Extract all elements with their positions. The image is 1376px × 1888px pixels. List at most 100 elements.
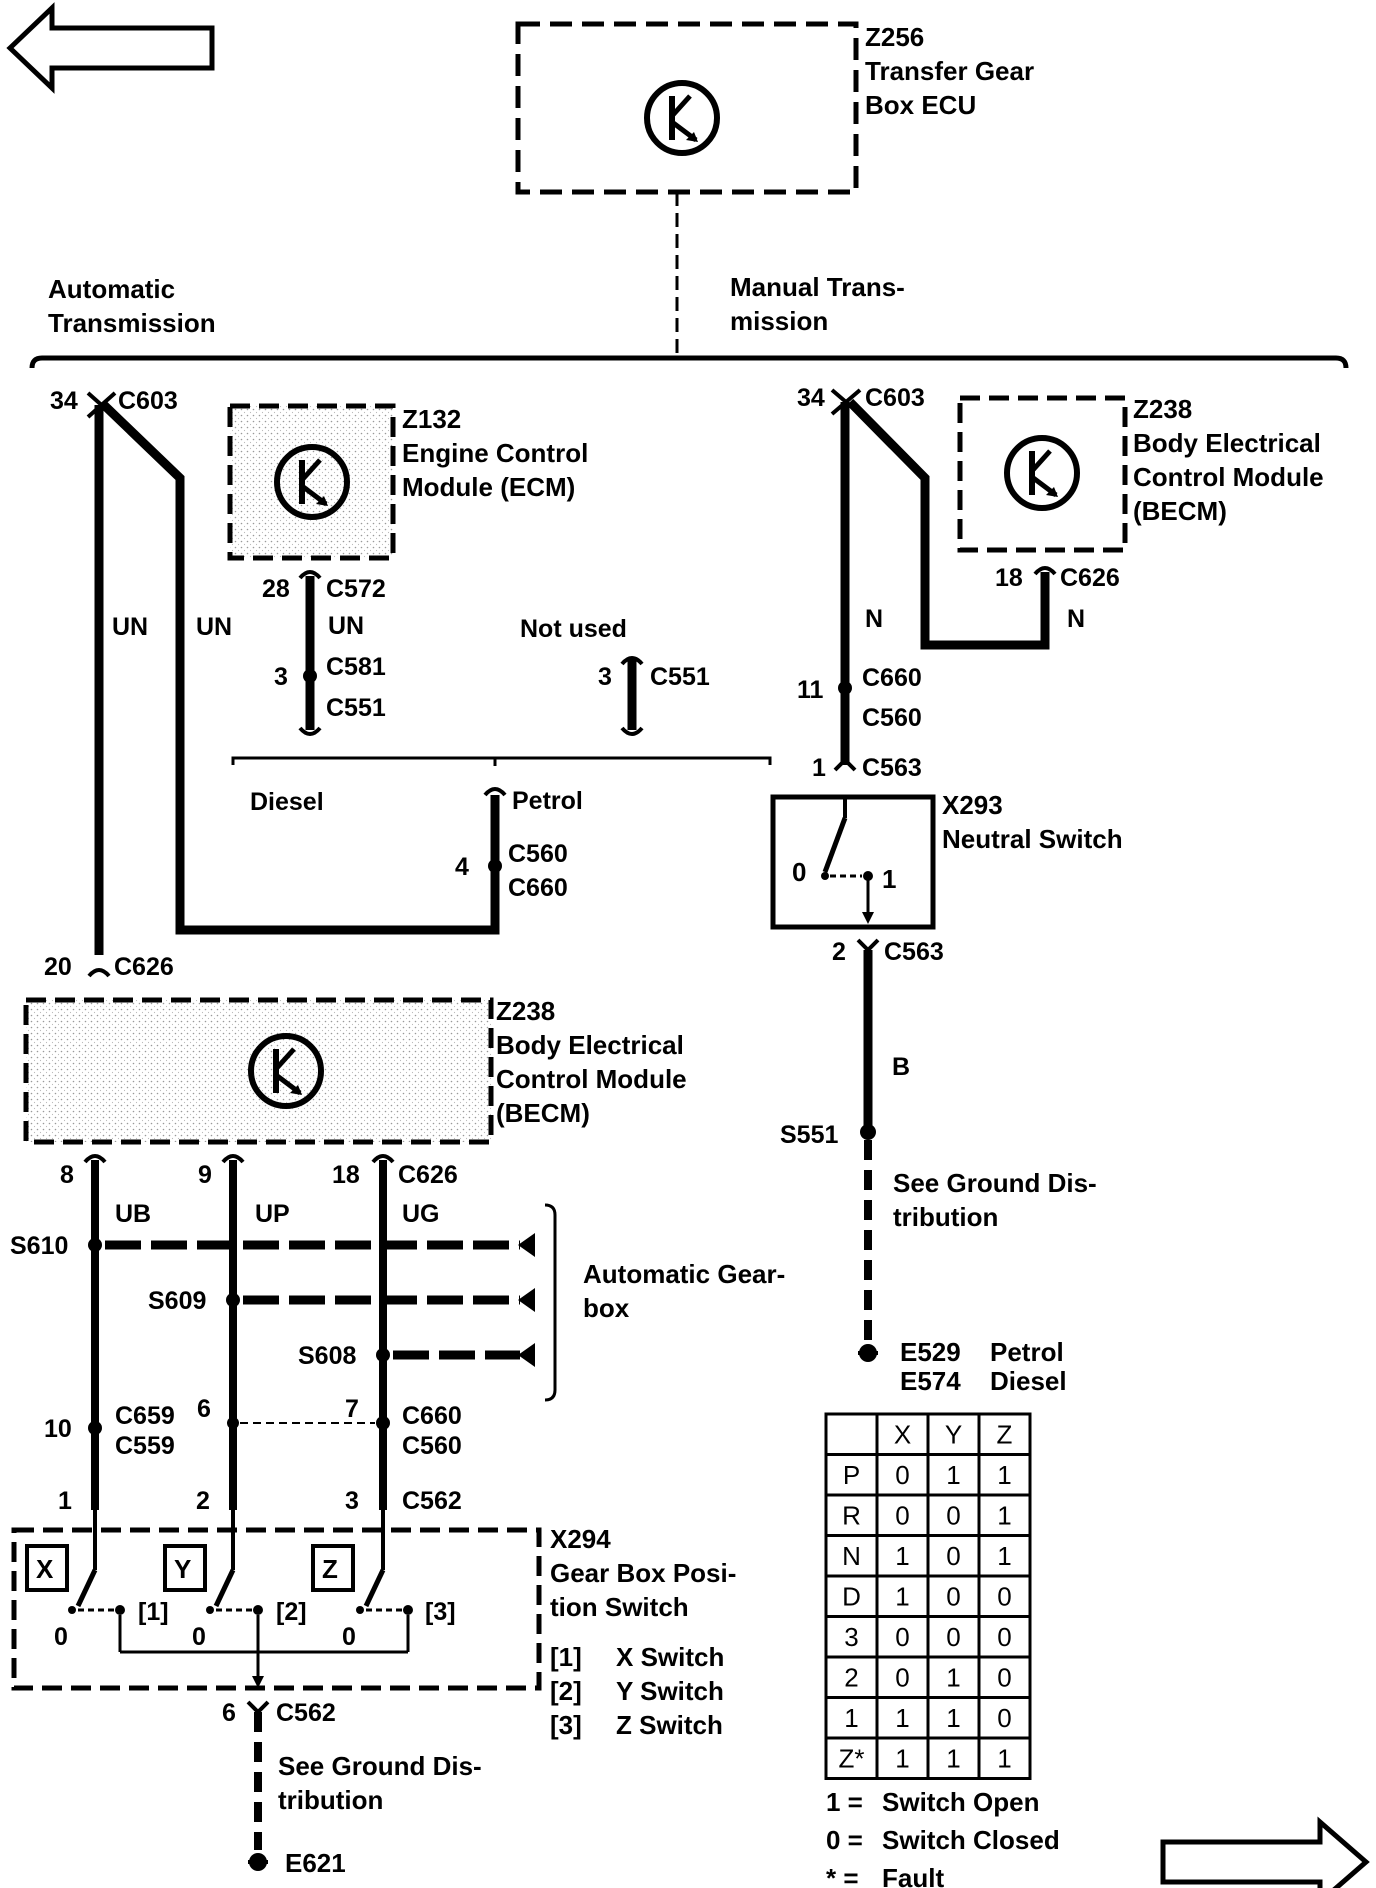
table-cell-text: 0 <box>997 1581 1011 1611</box>
table-cell-text: 0 <box>946 1500 960 1530</box>
wire-b: B <box>892 1053 910 1081</box>
pin-2-c563: 2 <box>832 938 846 966</box>
table-cell-text: D <box>842 1581 861 1611</box>
left-pin-34: 34 <box>50 387 78 415</box>
e529-type: Petrol <box>990 1337 1064 1367</box>
wire-n-left: N <box>865 605 883 633</box>
e574-label: E574 <box>900 1366 961 1396</box>
right-c603: C603 <box>865 384 925 412</box>
c626-left-label: C626 <box>114 953 174 981</box>
pin-18-c626: 18 <box>995 564 1023 592</box>
legend-1-value: X Switch <box>616 1642 724 1672</box>
s610-label: S610 <box>10 1232 68 1260</box>
svg-text:0: 0 <box>342 1623 356 1651</box>
manual-trans-label-1: Manual Trans- <box>730 272 905 302</box>
pin-6b: 6 <box>222 1699 236 1727</box>
table-cell-text: 1 <box>895 1703 909 1733</box>
x294-label-1: Gear Box Posi- <box>550 1558 736 1588</box>
table-cell-text: 0 <box>895 1662 909 1692</box>
c551-left-label: C551 <box>326 694 386 722</box>
pin-1b: 1 <box>58 1487 72 1515</box>
z256-ecu-box <box>515 21 859 195</box>
switch-z: Z 0 [3] <box>311 1510 456 1652</box>
pin-20: 20 <box>44 953 72 981</box>
table-cell-text: 2 <box>844 1662 858 1692</box>
table-cell-text: 1 <box>997 1460 1011 1490</box>
not-used-label: Not used <box>520 615 627 643</box>
switch-y: Y 0 [2] <box>163 1510 307 1652</box>
ground-dist-1-line-1: See Ground Dis- <box>893 1168 1097 1198</box>
wire-un-mid: UN <box>196 613 232 641</box>
prev-page-arrow-icon[interactable] <box>6 2 215 94</box>
c560-right-label: C560 <box>862 704 922 732</box>
z238-becm-box <box>23 997 494 1145</box>
s608-label: S608 <box>298 1342 356 1370</box>
z132-id: Z132 <box>402 404 461 434</box>
table-header-text: Y <box>945 1419 962 1449</box>
diesel-label: Diesel <box>250 788 324 816</box>
ground-dist-2-line-1: See Ground Dis- <box>278 1751 482 1781</box>
z238r-becm-box <box>957 395 1128 553</box>
pin-3-c551: 3 <box>598 663 612 691</box>
next-page-arrow-icon[interactable] <box>1160 1816 1370 1888</box>
table-cell-text: 1 <box>997 1743 1011 1773</box>
c572-label: C572 <box>326 575 386 603</box>
c562-bottom-label: C562 <box>276 1699 336 1727</box>
z238r-label-2: Control Module <box>1133 462 1324 492</box>
table-cell-text: 1 <box>946 1662 960 1692</box>
table-cell-text: 0 <box>946 1581 960 1611</box>
legend-key: 0 = <box>826 1825 863 1855</box>
z256-transistor-icon <box>647 83 717 153</box>
table-cell-text: 1 <box>946 1703 960 1733</box>
legend-3-value: Z Switch <box>616 1710 723 1740</box>
svg-text:X: X <box>36 1554 54 1584</box>
table-cell-text: 1 <box>844 1703 858 1733</box>
z256-id: Z256 <box>865 22 924 52</box>
table-cell-text: 3 <box>844 1622 858 1652</box>
pin-1-c563: 1 <box>812 754 826 782</box>
x294-gearbox-switch-box <box>11 1527 542 1691</box>
switch-x: X 0 [1] <box>25 1510 169 1652</box>
x293-neutral-switch-box <box>770 794 936 930</box>
auto-gearbox-label-2: box <box>583 1293 630 1323</box>
svg-text:[3]: [3] <box>425 1598 456 1626</box>
c551-right-label: C551 <box>650 663 710 691</box>
c581-label: C581 <box>326 653 386 681</box>
pin-6: 6 <box>197 1395 211 1423</box>
z238-label-2: Control Module <box>496 1064 687 1094</box>
c563-top-label: C563 <box>862 754 922 782</box>
wire-up: UP <box>255 1200 290 1228</box>
table-cell-text: 1 <box>895 1541 909 1571</box>
table-cell-text: Z* <box>839 1743 865 1773</box>
pin-2b: 2 <box>196 1487 210 1515</box>
c626-bottom-label: C626 <box>398 1161 458 1189</box>
right-pin-34: 34 <box>797 384 825 412</box>
pin-10: 10 <box>44 1415 72 1443</box>
ground-dist-2-line-2: tribution <box>278 1785 383 1815</box>
z238r-transistor-icon <box>1007 438 1077 508</box>
pin-8: 8 <box>60 1161 74 1189</box>
table-cell-text: 1 <box>946 1460 960 1490</box>
svg-text:Z: Z <box>322 1554 338 1584</box>
c659-label: C659 <box>115 1402 175 1430</box>
z238-id: Z238 <box>496 996 555 1026</box>
c559-label: C559 <box>115 1432 175 1460</box>
legend-value: Switch Open <box>882 1787 1039 1817</box>
x294-id: X294 <box>550 1524 611 1554</box>
manual-trans-label-2: mission <box>730 306 828 336</box>
z256-label-1: Transfer Gear <box>865 56 1034 86</box>
pin-4: 4 <box>455 853 469 881</box>
s551-label: S551 <box>780 1121 838 1149</box>
table-cell-text: 0 <box>997 1703 1011 1733</box>
table-cell-text: P <box>843 1460 860 1490</box>
legend-key: 1 = <box>826 1787 863 1817</box>
svg-text:0: 0 <box>192 1623 206 1651</box>
legend-2-key: [2] <box>550 1676 582 1706</box>
table-cell-text: 1 <box>997 1541 1011 1571</box>
pin-11: 11 <box>797 676 824 704</box>
z238r-label-1: Body Electrical <box>1133 428 1321 458</box>
svg-text:[2]: [2] <box>276 1598 307 1626</box>
table-cell-text: 1 <box>997 1500 1011 1530</box>
svg-text:[1]: [1] <box>138 1598 169 1626</box>
table-header-text: Z <box>997 1419 1013 1449</box>
